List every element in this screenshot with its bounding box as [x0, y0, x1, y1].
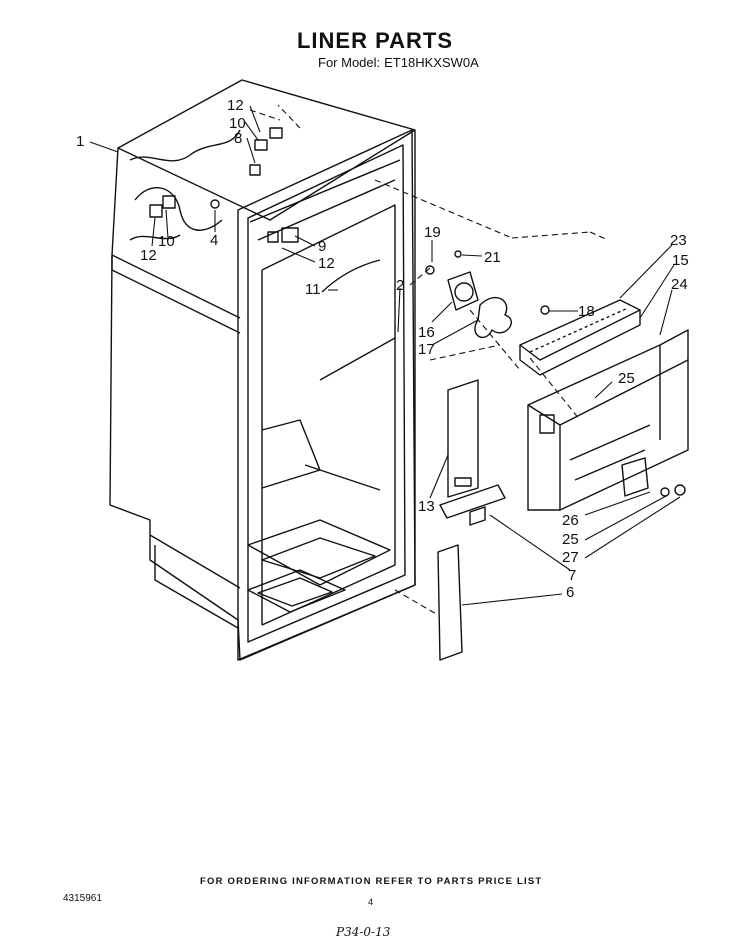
screw-27: [660, 487, 670, 497]
callout-4: 4: [210, 232, 218, 249]
callout-13: 13: [418, 498, 435, 515]
callout-8: 8: [234, 130, 242, 147]
document-number: 4315961: [63, 893, 102, 904]
callout-11: 11: [305, 281, 321, 298]
callout-labels: 1 12 10 8 12 10 4 9 12 11 2 19 21 18 16 …: [76, 97, 689, 601]
callout-10: 10: [229, 115, 246, 132]
callout-16: 16: [418, 324, 435, 341]
liner-shell: [109, 79, 416, 661]
callout-12: 12: [318, 255, 335, 272]
page-number: 4: [368, 897, 374, 907]
wire-harness-11: [321, 259, 381, 293]
evaporator-cover-bracket: [519, 299, 641, 376]
wire-harness-2: [319, 337, 396, 381]
callout-27: 27: [562, 549, 579, 566]
callout-1: 1: [76, 133, 84, 150]
upper-left-hardware: [149, 127, 299, 243]
callout-12: 12: [227, 97, 244, 114]
air-duct-13: [447, 379, 479, 498]
callout-26: 26: [562, 512, 579, 529]
callout-7: 7: [568, 567, 576, 584]
callout-leaders: [89, 105, 681, 606]
callout-10: 10: [158, 233, 175, 250]
assembly-guide-lines: [249, 104, 609, 616]
washer-25: [674, 484, 686, 496]
callout-17: 17: [418, 341, 435, 358]
callout-6: 6: [566, 584, 574, 601]
callout-2: 2: [396, 277, 404, 294]
callout-15: 15: [672, 252, 689, 269]
callout-24: 24: [671, 276, 688, 293]
page-title: LINER PARTS: [296, 28, 454, 53]
handwritten-annotation: P34-0-13: [336, 925, 391, 939]
seal-7: [439, 484, 506, 519]
callout-25: 25: [618, 370, 635, 387]
callout-12: 12: [140, 247, 157, 264]
callout-23: 23: [670, 232, 687, 249]
model-label: For Model:: [318, 55, 381, 70]
cover-panel-6: [437, 544, 463, 661]
callout-25: 25: [562, 531, 579, 548]
evaporator-cover-24: [527, 329, 689, 511]
callout-19: 19: [424, 224, 441, 241]
mounting-bracket-26: [621, 457, 649, 497]
model-line: For Model:ET18HKXSW0A: [318, 55, 483, 70]
callout-21: 21: [484, 249, 501, 266]
model-number: ET18HKXSW0A: [384, 55, 479, 70]
callout-9: 9: [318, 238, 326, 255]
fan-motor-assembly: [425, 250, 550, 339]
callout-18: 18: [578, 303, 595, 320]
ordering-note: FOR ORDERING INFORMATION REFER TO PARTS …: [200, 876, 543, 887]
